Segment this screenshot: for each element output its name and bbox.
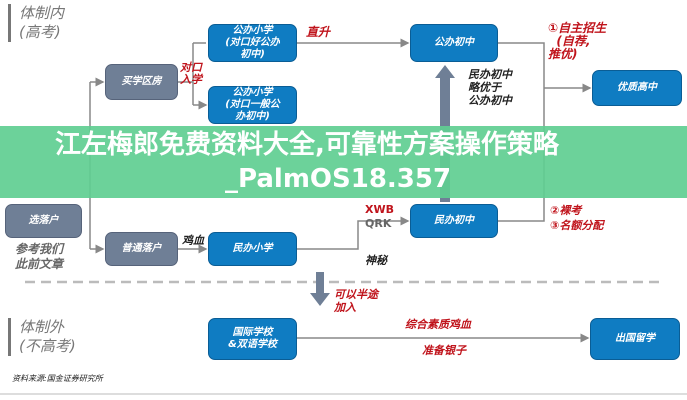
label-naked-exam: ②裸考: [550, 204, 582, 217]
label-self-recruit: ①自主招生 (自荐, 推优): [548, 21, 607, 61]
source-note: 资料来源:国金证券研究所: [12, 374, 103, 383]
box-normal-settle: 普通落户: [105, 232, 178, 266]
label-jixue: 鸡血: [182, 234, 204, 247]
box-buy-house: 买学区房: [105, 64, 178, 100]
box-intl-school: 国际学校 &双语学校: [208, 318, 297, 360]
box-public-primary-normal: 公办小学 (对口一般公 办初中): [208, 86, 297, 124]
label-direct: 直升: [306, 25, 331, 39]
label-qrk: QRK: [365, 217, 392, 230]
down-arrow-icon: [310, 272, 330, 306]
banner-title-line2: _PalmOS18.357: [225, 164, 452, 194]
box-public-middle: 公办初中: [410, 24, 498, 62]
box-settle-select: 选落户: [5, 204, 82, 238]
overlay-banner: 江左梅郎免费资料大全,可靠性方案操作策略 _PalmOS18.357: [0, 126, 687, 198]
box-public-primary-good: 公办小学 (对口好公办 初中): [208, 24, 297, 62]
label-dui-kou: 对口 入学: [180, 61, 202, 86]
box-private-primary: 民办小学: [208, 232, 297, 266]
label-private-better: 民办初中 略优于 公办初中: [468, 68, 512, 107]
box-study-abroad: 出国留学: [590, 318, 680, 360]
section-inside: 体制内 (高考): [8, 4, 64, 42]
box-quality-high: 优质高中: [592, 70, 682, 106]
label-quality-jixue: 综合素质鸡血: [405, 318, 471, 331]
label-mystery: 神秘: [365, 254, 387, 267]
label-quota: ③名额分配: [550, 219, 604, 232]
label-money: 准备银子: [422, 344, 466, 357]
label-see-articles: 参考我们 此前文章: [15, 242, 64, 271]
label-join-midway: 可以半途 加入: [334, 288, 378, 314]
label-xwb: XWB: [365, 203, 394, 216]
section-outside: 体制外 (不高考): [8, 318, 76, 356]
banner-title-line1: 江左梅郎免费资料大全,可靠性方案操作策略: [55, 130, 559, 160]
box-private-middle: 民办初中: [410, 204, 498, 238]
